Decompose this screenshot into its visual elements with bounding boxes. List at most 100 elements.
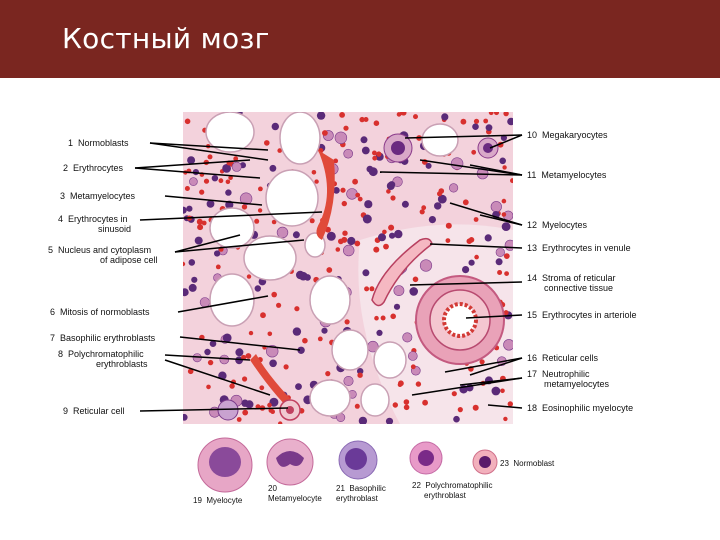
megakaryocyte-nucleus: [391, 141, 405, 155]
normoblast: [492, 387, 501, 396]
erythrocyte: [342, 201, 347, 206]
normoblast: [255, 285, 261, 291]
label-18-eosinophilic: 18 Eosinophilic myelocyte: [527, 403, 633, 413]
erythrocyte: [340, 188, 345, 193]
myeloid-cell: [451, 158, 463, 170]
normoblast: [270, 165, 277, 172]
label-9-reticular-cell: 9 Reticular cell: [63, 406, 125, 416]
normoblast: [269, 360, 277, 368]
erythrocyte: [504, 271, 509, 276]
erythrocyte: [242, 376, 247, 381]
erythrocyte: [352, 179, 358, 185]
myeloid-cell: [220, 355, 229, 364]
normoblast: [327, 232, 336, 241]
normoblast: [502, 222, 511, 231]
normoblast: [293, 231, 300, 238]
caption-19-myelocyte: 19 Myelocyte: [193, 496, 242, 506]
erythrocyte: [339, 112, 345, 118]
myeloid-cell: [403, 333, 412, 342]
erythrocyte: [206, 385, 211, 390]
normoblast: [469, 260, 475, 266]
normoblast: [187, 156, 195, 164]
erythrocyte: [473, 405, 479, 411]
erythrocyte: [237, 417, 242, 422]
adipose-cell: [374, 342, 406, 378]
adipose-cell: [280, 112, 320, 164]
normoblast: [189, 259, 196, 266]
normoblast: [434, 202, 441, 209]
myelocyte-nucleus: [209, 447, 241, 477]
normoblast: [235, 348, 243, 356]
erythrocyte: [413, 114, 418, 119]
myeloid-cell: [420, 260, 432, 272]
erythrocyte: [276, 303, 281, 308]
erythrocyte: [310, 218, 315, 223]
caption-23-normoblast: 23 Normoblast: [500, 459, 554, 469]
normoblast: [486, 124, 493, 131]
normoblast: [376, 330, 382, 336]
erythrocyte: [382, 230, 387, 235]
erythrocyte: [357, 373, 362, 378]
erythrocyte: [502, 165, 506, 169]
normoblast: [496, 258, 503, 265]
erythrocyte: [373, 247, 379, 253]
erythrocyte: [421, 205, 426, 210]
erythrocyte: [458, 407, 463, 412]
erythrocyte: [372, 156, 377, 161]
normoblast: [212, 175, 218, 181]
erythrocyte: [508, 401, 513, 406]
label-8-polychromatophilic: 8 Polychromatophilicerythroblasts: [58, 349, 148, 369]
erythrocyte: [416, 381, 421, 386]
erythrocyte: [510, 178, 515, 183]
erythrocyte: [247, 274, 251, 278]
erythrocyte: [345, 319, 350, 324]
erythrocyte: [226, 180, 231, 185]
adipose-cell: [332, 330, 368, 370]
erythrocyte: [369, 286, 374, 291]
normoblast: [189, 284, 197, 292]
normoblast: [204, 349, 210, 355]
normoblast-nucleus: [479, 456, 491, 468]
label-3-metamyelocytes: 3 Metamyelocytes: [60, 191, 135, 201]
myeloid-cell: [335, 132, 347, 144]
erythrocyte: [208, 154, 213, 159]
normoblast: [394, 230, 402, 238]
myeloid-cell: [344, 149, 353, 158]
erythrocyte: [452, 391, 457, 396]
label-16-reticular-cells: 16 Reticular cells: [527, 353, 598, 363]
erythrocyte: [374, 120, 380, 126]
normoblast: [361, 136, 368, 143]
erythrocyte: [268, 332, 273, 337]
erythrocyte: [254, 219, 259, 224]
erythrocyte: [270, 409, 275, 414]
erythrocyte: [271, 292, 277, 298]
reticular-cell-nucleus: [286, 406, 294, 414]
erythrocyte: [208, 360, 213, 365]
normoblast: [409, 287, 418, 296]
erythrocyte: [398, 382, 403, 387]
myeloid-cell: [504, 339, 515, 350]
erythrocyte: [246, 353, 252, 359]
label-1-normoblasts: 1 Normoblasts: [68, 138, 129, 148]
label-10-megakaryocytes: 10 Megakaryocytes: [527, 130, 608, 140]
erythrocyte: [390, 314, 396, 320]
normoblast: [453, 416, 460, 423]
erythrocyte: [278, 421, 282, 425]
normoblast: [195, 237, 203, 245]
label-13-venule: 13 Erythrocytes in venule: [527, 243, 631, 253]
erythrocyte: [342, 231, 347, 236]
erythrocyte: [383, 244, 389, 250]
normoblast: [214, 250, 220, 256]
normoblast: [181, 288, 189, 296]
normoblast: [378, 233, 386, 241]
normoblast: [362, 147, 370, 155]
erythrocyte: [404, 405, 410, 411]
erythrocyte: [326, 267, 332, 273]
erythrocyte: [229, 383, 234, 388]
erythrocyte: [355, 404, 360, 409]
erythrocyte: [503, 111, 508, 116]
normoblast: [363, 215, 372, 224]
